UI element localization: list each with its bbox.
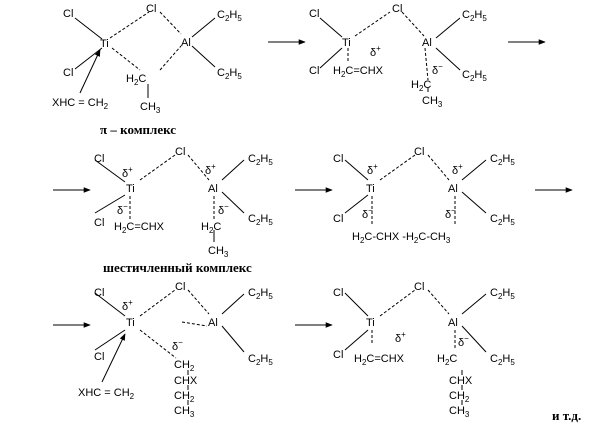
partial-charge-label: δ− [458,334,469,349]
olefin-coordinated-label: H2C=CHX [114,221,165,235]
chlorine-label: Cl [63,67,73,79]
structure-3-activated-complex: Cl Cl Ti Cl Al C2H5 C2H5 δ+ δ+ δ− δ− H2C… [94,146,273,259]
six-membered-complex-caption: шестичленный комплекс [103,260,252,275]
titanium-label: Ti [100,38,109,50]
partial-charge-label: δ+ [452,162,463,177]
partial-charge-label: δ+ [395,330,406,345]
structure-2-pi-complex: Cl Cl Ti Cl Al C2H5 C2H5 δ+ δ− H2C=CHX H… [309,3,487,109]
olefin-coordinated-label: H2C=CHX [354,353,405,367]
olefin-label: XHC = CH2 [78,387,135,401]
methyl-label: CH3 [422,95,443,109]
methyl-label: CH3 [174,405,195,419]
chlorine-label: Cl [333,213,343,225]
partial-charge-label: δ+ [370,44,381,59]
chlorine-bridge-label: Cl [392,3,402,15]
partial-charge-label: δ− [445,206,456,221]
aluminum-label: Al [181,37,191,49]
structure-6-repeat-pi-complex: Cl Cl Ti Cl Al C2H5 C2H5 δ+ δ− H2C=CHX H… [333,281,515,419]
growing-chain-label: H2C-CHX -H2C-CH3 [352,231,451,245]
ethyl-label: C2H5 [490,287,515,301]
chlorine-label: Cl [94,217,104,229]
methylene-label: H2C [411,79,431,93]
partial-charge-label: δ− [172,338,183,353]
titanium-label: Ti [366,317,375,329]
methyl-label: CH3 [449,405,470,419]
chlorine-label: Cl [309,65,319,77]
titanium-label: Ti [342,37,351,49]
structure-5-second-olefin: Cl Cl Ti Cl Al C2H5 C2H5 δ+ δ− CH2 CHX C… [78,281,273,419]
chlorine-label: Cl [94,287,104,299]
aluminum-label: Al [448,183,458,195]
ethyl-label: C2H5 [217,9,242,23]
et-cetera-caption: и т.д. [552,408,581,423]
chlorine-bridge-label: Cl [414,281,424,293]
methyl-label: CH3 [208,245,229,259]
ethyl-label: C2H5 [248,353,273,367]
partial-charge-label: δ+ [367,162,378,177]
partial-charge-label: δ− [432,62,443,77]
ethyl-label: C2H5 [462,9,487,23]
chlorine-bridge-label: Cl [175,281,185,293]
chain-chx-label: CHX [449,375,473,387]
ethyl-label: C2H5 [248,153,273,167]
chlorine-label: Cl [333,153,343,165]
chlorine-bridge-label: Cl [146,3,156,15]
ethyl-label: C2H5 [490,353,515,367]
partial-charge-label: δ+ [122,298,133,313]
partial-charge-label: δ− [117,202,128,217]
chlorine-label: Cl [94,351,104,363]
chlorine-label: Cl [333,349,343,361]
olefin-label: XHC = CH2 [52,97,109,111]
chain-chx-label: CHX [174,375,198,387]
methyl-label: CH3 [140,101,161,115]
structure-1-initial-complex: Cl Cl Ti Cl Al C2H5 C2H5 H2C CH3 XHC = C… [52,3,242,115]
methylene-label: H2C [437,353,457,367]
chain-methylene-label: CH2 [449,390,470,404]
partial-charge-label: δ− [218,202,229,217]
aluminum-label: Al [422,37,432,49]
pi-complex-caption: π – комплекс [100,122,176,137]
ethyl-label: C2H5 [248,287,273,301]
chlorine-bridge-label: Cl [414,146,424,158]
titanium-label: Ti [126,317,135,329]
ethyl-label: C2H5 [462,69,487,83]
partial-charge-label: δ− [362,206,373,221]
ethyl-label: C2H5 [490,213,515,227]
titanium-label: Ti [366,183,375,195]
methylene-label: H2C [201,221,221,235]
chain-methylene-label: CH2 [174,390,195,404]
chlorine-label: Cl [309,8,319,20]
chain-methylene-label: CH2 [174,359,195,373]
titanium-label: Ti [126,183,135,195]
partial-charge-label: δ+ [205,162,216,177]
aluminum-label: Al [208,317,218,329]
aluminum-label: Al [448,317,458,329]
ethyl-label: C2H5 [217,67,242,81]
olefin-coordinated-label: H2C=CHX [333,65,384,79]
chlorine-bridge-label: Cl [175,146,185,158]
partial-charge-label: δ+ [122,165,133,180]
ethyl-label: C2H5 [248,213,273,227]
chlorine-label: Cl [94,153,104,165]
structure-4-insertion: Cl Cl Ti Cl Al C2H5 C2H5 δ+ δ+ δ− δ− H2C… [333,146,515,245]
aluminum-label: Al [208,183,218,195]
ethyl-label: C2H5 [490,153,515,167]
chlorine-label: Cl [333,287,343,299]
chlorine-label: Cl [63,8,73,20]
methylene-label: H2C [126,73,146,87]
